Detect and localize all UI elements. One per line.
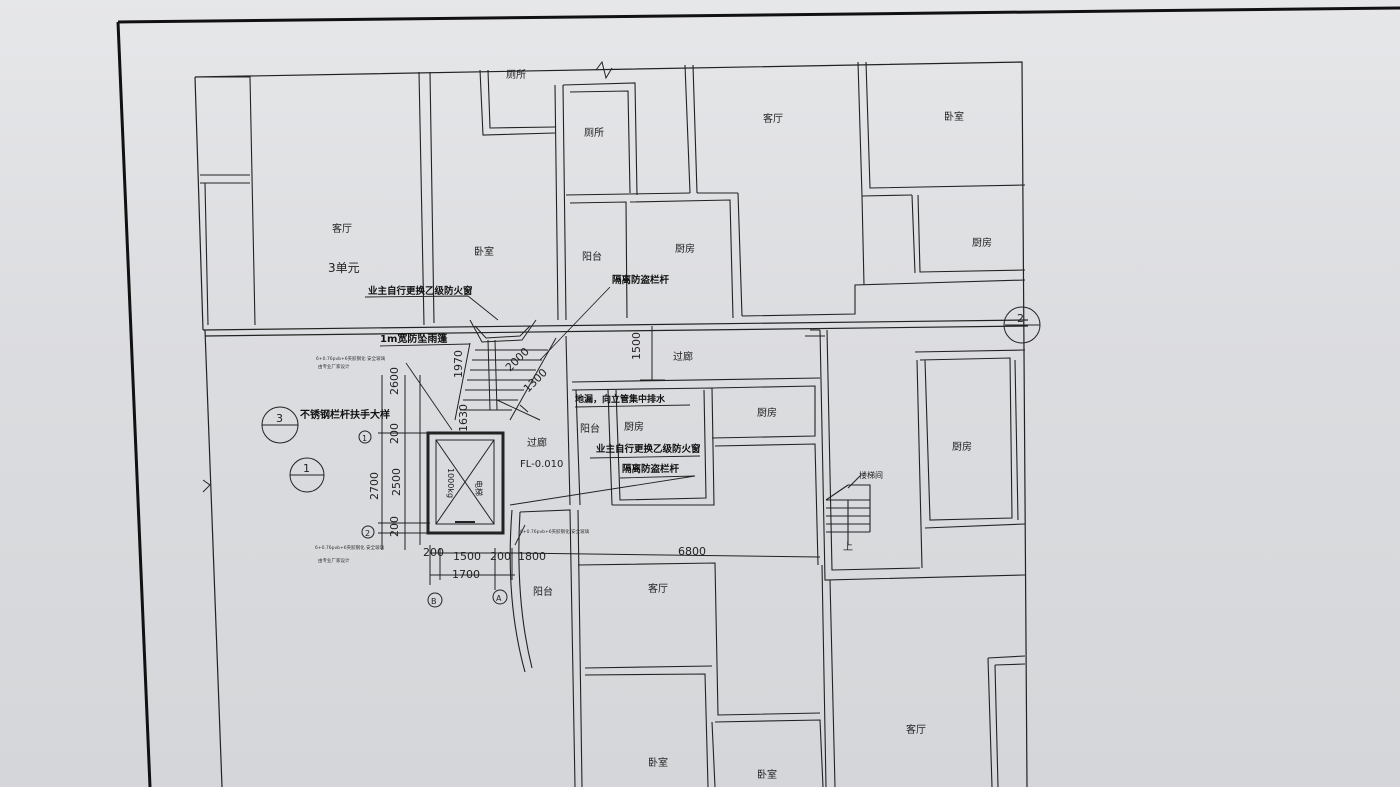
axis-3: 3: [276, 412, 283, 425]
room-bedroom-bottom-a: 卧室: [648, 756, 668, 769]
elevator-label: 电梯: [474, 480, 484, 496]
elevator-load: 1000kg: [446, 468, 455, 498]
stair-up-label: 上: [843, 541, 853, 553]
room-bedroom-left: 卧室: [474, 245, 494, 258]
dim-1630: 1630: [457, 404, 470, 432]
room-kitchen-mid: 厨房: [624, 420, 644, 433]
axis-2-right: 2: [1017, 312, 1024, 325]
dim-200-c: 200: [423, 546, 444, 559]
note-floor-drain: 地漏，向立管集中排水: [575, 393, 666, 405]
dim-6800: 6800: [678, 545, 706, 558]
note-fire-window-mid: 业主自行更换乙级防火窗: [596, 443, 701, 455]
room-kitchen-right-top: 厨房: [972, 236, 992, 249]
note-guard-rail-mid: 隔离防盗栏杆: [622, 463, 680, 475]
dim-2700: 2700: [368, 472, 381, 500]
note-handrail: 不锈钢栏杆扶手大样: [300, 408, 390, 421]
unit-label: 3单元: [328, 261, 360, 275]
note-canopy: 1m宽防坠雨篷: [380, 332, 448, 345]
room-kitchen-far-right: 厨房: [952, 440, 972, 453]
room-kitchen-top: 厨房: [675, 242, 695, 255]
room-balcony-mid: 阳台: [580, 422, 600, 435]
glass-spec-a2: 由专业厂家设计: [318, 363, 350, 370]
room-bedroom-top-right: 卧室: [944, 110, 964, 123]
dim-1700: 1700: [452, 568, 480, 581]
room-corridor-mid: 过廊: [527, 436, 547, 449]
dim-2500: 2500: [390, 468, 403, 496]
dim-1970: 1970: [452, 350, 465, 378]
room-corridor-top: 过廊: [673, 350, 693, 363]
axis-B: B: [431, 597, 437, 606]
room-kitchen-small: 厨房: [757, 406, 777, 419]
floor-level: FL-0.010: [520, 459, 563, 470]
dim-200-b: 200: [388, 516, 401, 537]
dim-1500-h: 1500: [453, 550, 481, 563]
room-toilet-top: 厕所: [506, 69, 526, 81]
axis-1-small: 1: [362, 434, 367, 443]
dim-200-a: 200: [388, 423, 401, 444]
glass-spec-b: 6+0.76pvb+6夹胶钢化 安全玻璃: [315, 544, 385, 551]
axis-A: A: [496, 594, 502, 603]
room-toilet-a: 厕所: [584, 127, 604, 139]
room-bedroom-bottom-b: 卧室: [757, 768, 777, 781]
glass-spec-b2: 由专业厂家设计: [318, 557, 350, 564]
glass-spec-a: 6+0.76pvb+6夹胶钢化 安全玻璃: [316, 355, 386, 362]
room-living-top-mid: 客厅: [763, 112, 783, 125]
room-balcony-top: 阳台: [582, 250, 602, 263]
axis-2-small: 2: [365, 529, 370, 538]
room-living-left: 客厅: [332, 222, 352, 235]
dim-1500-v: 1500: [630, 332, 643, 360]
room-living-bottom-right: 客厅: [906, 723, 926, 736]
room-living-bottom: 客厅: [648, 582, 668, 595]
glass-spec-c: 6+0.76pvb+6夹胶钢化 安全玻璃: [520, 528, 590, 535]
dim-1800: 1800: [518, 550, 546, 563]
note-guard-rail-top: 隔离防盗栏杆: [612, 274, 670, 286]
dim-2600: 2600: [388, 367, 401, 395]
axis-1: 1: [303, 462, 310, 475]
note-fire-window-top: 业主自行更换乙级防火窗: [368, 285, 473, 297]
room-stairwell: 楼梯间: [859, 470, 883, 480]
room-balcony-bottom: 阳台: [533, 585, 553, 598]
dim-200-d: 200: [490, 550, 511, 563]
